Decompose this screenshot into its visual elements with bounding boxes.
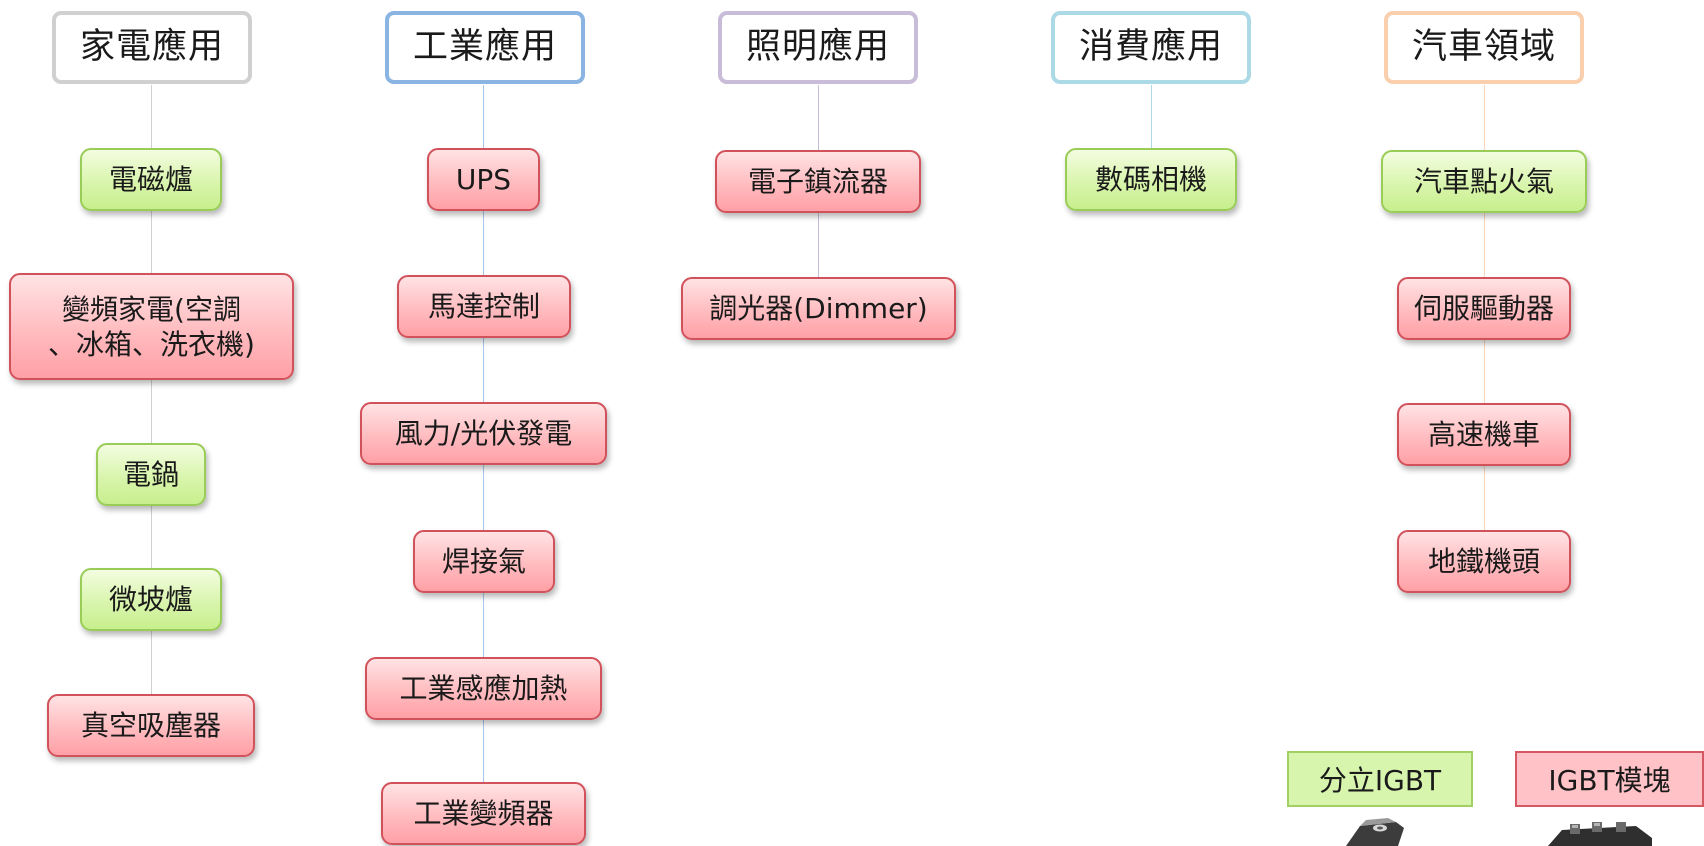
app-node: 微坡爐: [80, 568, 222, 631]
app-node: 調光器(Dimmer): [681, 277, 956, 340]
legend-discrete-igbt: 分立IGBT: [1287, 751, 1473, 807]
app-node: 工業感應加熱: [365, 657, 602, 720]
app-node: 馬達控制: [397, 275, 571, 338]
app-node: 伺服驅動器: [1397, 277, 1571, 340]
app-node: 變頻家電(空調 、冰箱、洗衣機): [9, 273, 294, 380]
app-node: 工業變頻器: [381, 782, 586, 845]
app-node: 地鐵機頭: [1397, 530, 1571, 593]
connector-household: [151, 85, 152, 726]
app-node: 電磁爐: [80, 148, 222, 211]
connector-consumer: [1151, 85, 1152, 150]
app-node: 汽車點火氣: [1381, 150, 1587, 213]
category-header-lighting: 照明應用: [718, 11, 918, 84]
app-node: UPS: [427, 148, 540, 211]
igbt-module-image: [1548, 822, 1652, 846]
legend-igbt-module: IGBT模塊: [1515, 751, 1704, 807]
app-node: 高速機車: [1397, 403, 1571, 466]
app-node: 真空吸塵器: [47, 694, 255, 757]
category-header-industrial: 工業應用: [385, 11, 585, 84]
app-node: 數碼相機: [1065, 148, 1237, 211]
app-node: 電鍋: [96, 443, 206, 506]
category-header-automotive: 汽車領域: [1384, 11, 1584, 84]
discrete-igbt-image: [1346, 818, 1404, 846]
app-node: 電子鎮流器: [715, 150, 921, 213]
category-header-household: 家電應用: [52, 11, 252, 84]
category-header-consumer: 消費應用: [1051, 11, 1251, 84]
app-node: 風力/光伏發電: [360, 402, 607, 465]
app-node: 焊接氣: [413, 530, 555, 593]
